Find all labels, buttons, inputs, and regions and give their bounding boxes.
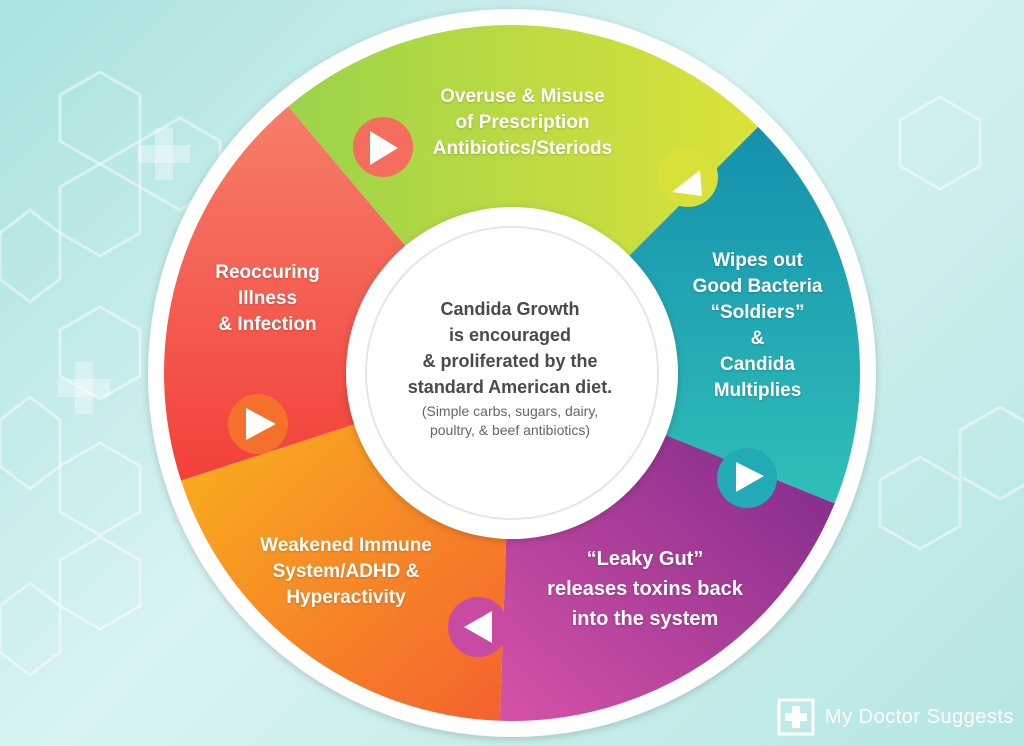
arrow-up-icon [246, 408, 276, 440]
label-reoccuring-illness: Reoccuring Illness & Infection [215, 262, 320, 335]
connector-wipes-to-leaky [717, 448, 777, 508]
hexagon-shape [58, 162, 142, 258]
hexagon-shape [58, 70, 142, 166]
hexagon-shape [0, 581, 62, 677]
arrow-down-icon [736, 462, 764, 492]
connector-leaky-to-immune [448, 597, 508, 657]
connector-immune-to-illness [228, 394, 288, 454]
cross-bar [155, 128, 173, 180]
cross-bar [75, 362, 93, 414]
hexagon-shape [58, 305, 142, 401]
logo-cross-h [784, 713, 807, 721]
center-sub-text: (Simple carbs, sugars, dairy, poultry, &… [421, 403, 599, 438]
center-disc [370, 231, 654, 515]
hexagon-pattern [0, 70, 1024, 677]
connector-overuse-to-wipes [658, 147, 718, 207]
brand: My Doctor Suggests [777, 698, 1014, 736]
hexagon-shape [58, 441, 142, 537]
label-wipes-out-bacteria: Wipes out Good Bacteria “Soldiers” & Can… [692, 250, 823, 401]
segment-overuse [288, 25, 759, 267]
logo-frame [777, 698, 815, 736]
center-main-text: Candida Growth is encouraged & prolifera… [407, 299, 613, 397]
inner-ring-edge [365, 226, 659, 520]
label-overuse: Overuse & Misuse of Prescription Antibio… [432, 86, 613, 159]
knob-circle [658, 147, 718, 207]
label-weakened-immune: Weakened Immune System/ADHD & Hyperactiv… [260, 535, 432, 608]
hexagon-shape [0, 395, 62, 491]
arrow-down-right-icon [672, 170, 702, 196]
hexagon-shape [958, 405, 1024, 501]
connector-illness-to-overuse [353, 117, 413, 177]
connector-knobs [228, 117, 777, 657]
hexagon-shape [58, 535, 142, 631]
arrow-right-icon [370, 131, 398, 165]
segment-wipes-out-bacteria [618, 126, 860, 504]
hexagon-shape [898, 95, 982, 191]
center-text: Candida Growth is encouraged & prolifera… [372, 296, 648, 440]
brand-name: My Doctor Suggests [824, 705, 1014, 728]
medical-cross-icon [777, 698, 815, 736]
cross-bar [138, 145, 190, 163]
cross-bar [58, 379, 110, 397]
arrow-left-icon [464, 611, 492, 643]
label-leaky-gut: “Leaky Gut” releases toxins back into th… [547, 548, 743, 630]
cross-decoration [58, 128, 190, 414]
segment-weakened-immune [181, 419, 507, 721]
hexagon-shape [0, 208, 62, 304]
hexagon-shape [878, 455, 962, 551]
